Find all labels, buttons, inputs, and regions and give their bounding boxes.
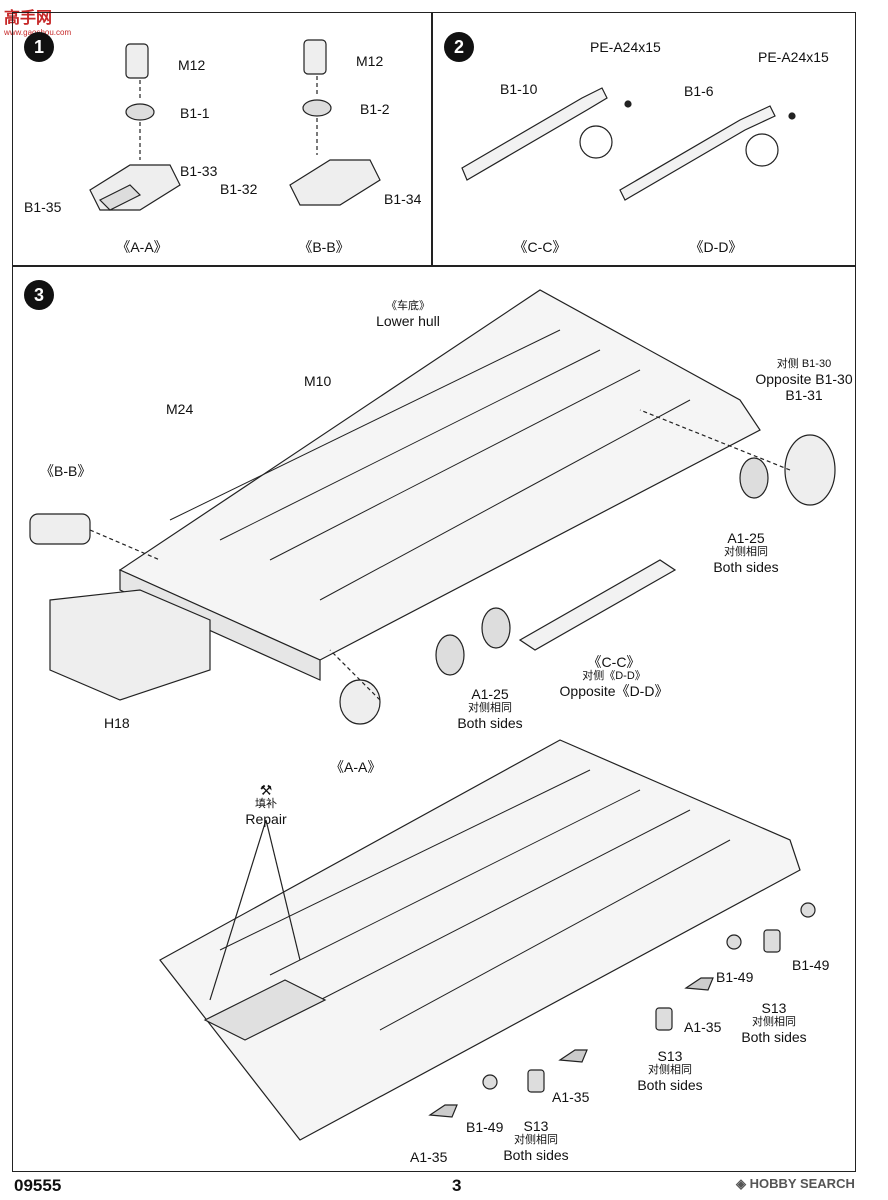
step1-right-b1-34-label: B1-34	[384, 191, 422, 207]
kit-code: 09555	[14, 1176, 62, 1195]
a1-25-mid-label: A1-25	[471, 686, 509, 702]
a1-25-right-callout: A1-25 对侧相同 Both sides	[713, 530, 778, 575]
repair-icon: ⚒	[259, 782, 273, 798]
step2-right-pe-label: PE-A24x15	[758, 49, 829, 65]
a1-25-mid-callout: A1-25 对侧相同 Both sides	[457, 686, 522, 731]
s13-callout-a: S13 对侧相同 Both sides	[503, 1118, 568, 1163]
both-sides-cn-label: 对侧相同	[724, 546, 768, 559]
step-1-number: 1	[33, 36, 44, 57]
step2-left-pe-label: PE-A24x15	[590, 39, 661, 55]
b1-10-plate-drawing	[461, 87, 608, 181]
lower-hull-cn-label: 《车底》	[385, 300, 430, 312]
b1-31-label: B1-31	[785, 386, 823, 403]
s13-label-c: S13	[761, 1000, 787, 1016]
step2-left-caption: 《C-C》	[513, 239, 567, 255]
s13-a-cn-label: 对侧相同	[514, 1134, 558, 1147]
cc-plate-drawing	[518, 559, 677, 651]
s13-label-a: S13	[523, 1118, 549, 1134]
b1-31-hub-drawing	[784, 434, 836, 506]
s13-b-cn-label: 对侧相同	[648, 1064, 692, 1077]
a1-35-label-a: A1-35	[410, 1149, 448, 1165]
step1-left-caption: 《A-A》	[116, 239, 168, 255]
watermark-site: 高手网	[4, 10, 53, 27]
repair-callout: ⚒ 填补 Repair	[245, 782, 286, 827]
step2-right-part-label: B1-6	[684, 83, 714, 99]
s13-b-both-label: Both sides	[637, 1076, 703, 1093]
lower-hull-lower-drawing	[159, 739, 801, 1141]
s13-label-b: S13	[657, 1048, 683, 1064]
step1-left-b1-33-label: B1-33	[180, 163, 218, 179]
bb-callout-label: 《B-B》	[40, 463, 92, 479]
m24-label: M24	[166, 401, 194, 417]
b1-49-label-b: B1-49	[716, 969, 754, 985]
step-3-badge: 3	[24, 280, 54, 310]
lower-hull-upper-drawing	[118, 289, 761, 661]
brand-label: HOBBY SEARCH	[749, 1176, 855, 1191]
s13-callout-c: S13 对侧相同 Both sides	[741, 1000, 806, 1045]
m10-label: M10	[304, 373, 332, 389]
step-2-number: 2	[453, 36, 464, 57]
opposite-dd-cn-label: 对侧《D-D》	[582, 670, 646, 683]
opposite-dd-label: Opposite《D-D》	[559, 682, 669, 699]
opposite-b1-30-cn-label: 对侧 B1-30	[776, 358, 832, 370]
a1-25-right-label: A1-25	[727, 530, 765, 546]
both-sides-mid-label: Both sides	[457, 714, 523, 731]
step2-right-caption: 《D-D》	[689, 239, 743, 255]
b1-49-label-a: B1-49	[466, 1119, 504, 1135]
b1-1-washer-drawing	[125, 103, 155, 121]
s13-a-both-label: Both sides	[503, 1146, 569, 1163]
h18-label: H18	[104, 715, 130, 731]
lower-hull-label: Lower hull	[376, 312, 440, 329]
panel-step-1	[12, 12, 432, 266]
h18-plate-drawing	[49, 589, 211, 701]
brand-icon: ◈	[736, 1176, 746, 1191]
brand-watermark: ◈ HOBBY SEARCH	[736, 1176, 855, 1192]
aa-callout-label: 《A-A》	[330, 759, 382, 775]
b1-6-plate-drawing	[619, 105, 776, 201]
repair-label: Repair	[245, 810, 287, 827]
cc-callout-label: 《C-C》	[587, 654, 641, 670]
step1-left-b1-35-label: B1-35	[24, 199, 62, 215]
both-sides-label: Both sides	[713, 558, 779, 575]
step2-left-part-label: B1-10	[500, 81, 538, 97]
step1-left-m12-label: M12	[178, 57, 206, 73]
step1-right-b1-32-label: B1-32	[220, 181, 258, 197]
s13-callout-b: S13 对侧相同 Both sides	[637, 1048, 702, 1093]
step1-right-caption: 《B-B》	[298, 239, 350, 255]
s13-c-cn-label: 对侧相同	[752, 1016, 796, 1029]
a1-35-label-c: A1-35	[684, 1019, 722, 1035]
step1-right-b1-2-label: B1-2	[360, 101, 390, 117]
step-3-number: 3	[33, 284, 44, 305]
bb-hub-drawing	[29, 513, 91, 545]
s13-c-both-label: Both sides	[741, 1028, 807, 1045]
lower-hull-callout: 《车底》 Lower hull	[376, 300, 440, 329]
m12-bolt-drawing	[125, 43, 149, 79]
both-sides-mid-cn-label: 对侧相同	[468, 702, 512, 715]
opposite-b1-30-label: Opposite B1-30	[755, 370, 853, 387]
repair-cn-label: 填补	[255, 798, 277, 811]
step1-right-m12-label: M12	[356, 53, 384, 69]
step1-left-b1-1-label: B1-1	[180, 105, 210, 121]
step-2-badge: 2	[444, 32, 474, 62]
panel-step-3	[12, 266, 856, 1172]
b1-30-b1-31-callout: 对侧 B1-30 Opposite B1-30 B1-31	[755, 358, 852, 403]
a1-35-label-b: A1-35	[552, 1089, 590, 1105]
aa-hub-drawing	[339, 679, 381, 725]
cc-dd-callout: 《C-C》 对侧《D-D》 Opposite《D-D》	[560, 654, 669, 699]
panel-step-2	[432, 12, 856, 266]
step-1-badge: 1	[24, 32, 54, 62]
b1-49-label-c: B1-49	[792, 957, 830, 973]
page-number: 3	[452, 1176, 462, 1195]
m12-bolt-right-drawing	[303, 39, 327, 75]
